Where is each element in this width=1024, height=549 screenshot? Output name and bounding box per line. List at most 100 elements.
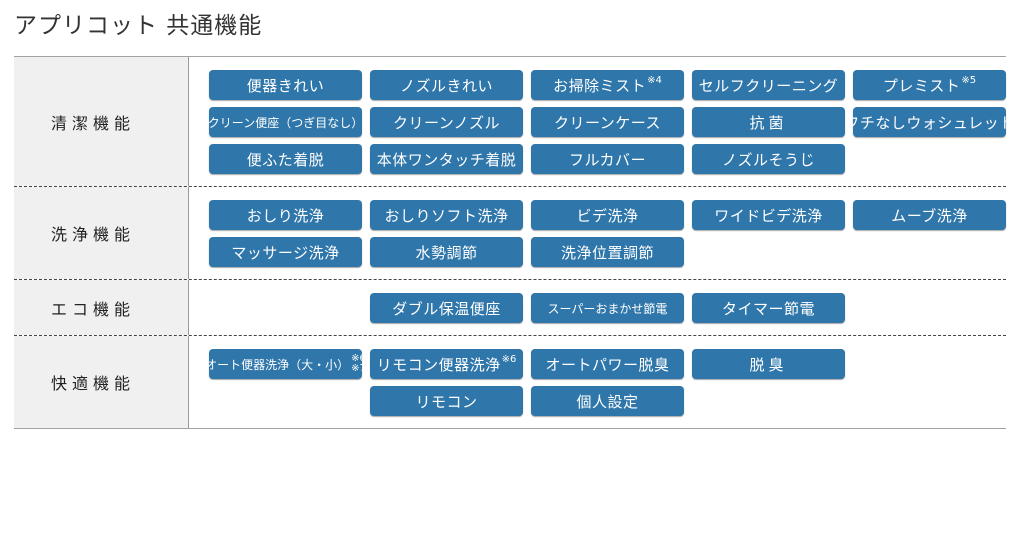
feature-label: スーパーおまかせ節電 xyxy=(547,301,668,316)
feature-label: お掃除ミスト xyxy=(553,76,647,95)
feature-label: ムーブ洗浄 xyxy=(891,206,968,225)
feature-label: 個人設定 xyxy=(576,392,639,411)
feature-button[interactable]: オートパワー脱臭 xyxy=(531,349,684,379)
feature-label: マッサージ洗浄 xyxy=(231,243,340,262)
feature-slot: 脱臭 xyxy=(692,349,853,379)
feature-button-row: オート便器洗浄（大・小）※6※7 リモコン便器洗浄※6 オートパワー脱臭 脱臭 xyxy=(209,349,1006,379)
feature-button[interactable]: ムーブ洗浄 xyxy=(853,200,1006,230)
section-row: エコ機能 ダブル保温便座 スーパーおまかせ節電 タイマー節電 xyxy=(14,279,1006,335)
feature-button[interactable]: ノズルきれい xyxy=(370,70,523,100)
feature-label: オートパワー脱臭 xyxy=(545,355,670,374)
feature-label: 水勢調節 xyxy=(415,243,478,262)
feature-button[interactable]: 洗浄位置調節 xyxy=(531,237,684,267)
feature-button[interactable]: 本体ワンタッチ着脱 xyxy=(370,144,523,174)
feature-button-row: クリーン便座（つぎ目なし） クリーンノズル クリーンケース 抗菌フチなしウォシュレット xyxy=(209,107,1014,137)
feature-label: 便ふた着脱 xyxy=(246,150,325,169)
feature-slot: リモコン xyxy=(370,386,531,416)
feature-slot: 便ふた着脱 xyxy=(209,144,370,174)
feature-slot: 水勢調節 xyxy=(370,237,531,267)
feature-slot: ビデ洗浄 xyxy=(531,200,692,230)
feature-button[interactable]: クリーン便座（つぎ目なし） xyxy=(209,107,362,137)
feature-label: クリーンノズル xyxy=(392,113,500,132)
feature-label: フチなしウォシュレット xyxy=(853,113,1006,132)
feature-button[interactable]: フチなしウォシュレット xyxy=(853,107,1006,137)
feature-button-row: ダブル保温便座 スーパーおまかせ節電 タイマー節電 xyxy=(209,293,1006,323)
feature-slot xyxy=(209,386,370,416)
feature-button[interactable]: フルカバー xyxy=(531,144,684,174)
feature-slot: フルカバー xyxy=(531,144,692,174)
section-label: 清潔機能 xyxy=(14,57,189,186)
feature-slot: リモコン便器洗浄※6 xyxy=(370,349,531,379)
feature-slot: クリーン便座（つぎ目なし） xyxy=(209,107,370,137)
feature-label: クリーン便座（つぎ目なし） xyxy=(209,115,362,130)
feature-button[interactable]: ビデ洗浄 xyxy=(531,200,684,230)
feature-slot: ダブル保温便座 xyxy=(370,293,531,323)
feature-button[interactable]: 便ふた着脱 xyxy=(209,144,362,174)
feature-button-row: 便ふた着脱 本体ワンタッチ着脱 フルカバー ノズルそうじ xyxy=(209,144,1014,174)
page-title: アプリコット 共通機能 xyxy=(14,13,263,39)
feature-button[interactable]: リモコン便器洗浄※6 xyxy=(370,349,523,379)
feature-button[interactable]: 抗菌 xyxy=(692,107,845,137)
feature-button-row: リモコン 個人設定 xyxy=(209,386,1006,416)
footnote-mark: ※6 xyxy=(501,354,517,365)
feature-label: おしり洗浄 xyxy=(246,206,325,225)
feature-slot: 洗浄位置調節 xyxy=(531,237,692,267)
feature-label: リモコン xyxy=(415,392,478,411)
section-label: 快適機能 xyxy=(14,336,189,428)
feature-button-row: マッサージ洗浄 水勢調節 洗浄位置調節 xyxy=(209,237,1014,267)
feature-button[interactable]: 水勢調節 xyxy=(370,237,523,267)
feature-label: ノズルそうじ xyxy=(721,150,815,169)
feature-slot: ノズルきれい xyxy=(370,70,531,100)
feature-slot: プレミスト※5 xyxy=(853,70,1014,100)
feature-slot: おしりソフト洗浄 xyxy=(370,200,531,230)
feature-button[interactable]: お掃除ミスト※4 xyxy=(531,70,684,100)
footnote-mark: ※5 xyxy=(961,75,977,86)
section-row: 快適機能オート便器洗浄（大・小）※6※7リモコン便器洗浄※6オートパワー脱臭脱臭… xyxy=(14,335,1006,428)
feature-slot: おしり洗浄 xyxy=(209,200,370,230)
feature-button[interactable]: おしりソフト洗浄 xyxy=(370,200,523,230)
feature-label: おしりソフト洗浄 xyxy=(384,206,509,225)
feature-button[interactable]: タイマー節電 xyxy=(692,293,845,323)
feature-button[interactable]: クリーンケース xyxy=(531,107,684,137)
feature-label: オート便器洗浄（大・小） xyxy=(209,357,350,372)
feature-button[interactable]: スーパーおまかせ節電 xyxy=(531,293,684,323)
feature-button[interactable]: おしり洗浄 xyxy=(209,200,362,230)
feature-slot: クリーンノズル xyxy=(370,107,531,137)
footnote-mark: ※4 xyxy=(647,75,662,86)
section-label: エコ機能 xyxy=(14,280,189,335)
feature-button[interactable]: ダブル保温便座 xyxy=(370,293,523,323)
feature-slot: スーパーおまかせ節電 xyxy=(531,293,692,323)
feature-button[interactable]: ワイドビデ洗浄 xyxy=(692,200,845,230)
feature-label: タイマー節電 xyxy=(721,299,815,318)
feature-button[interactable]: プレミスト※5 xyxy=(853,70,1006,100)
feature-button[interactable]: 脱臭 xyxy=(692,349,845,379)
feature-slot: 個人設定 xyxy=(531,386,692,416)
feature-slot: ノズルそうじ xyxy=(692,144,853,174)
feature-button[interactable]: セルフクリーニング xyxy=(692,70,845,100)
feature-label: フルカバー xyxy=(568,150,647,169)
section-features: オート便器洗浄（大・小）※6※7 リモコン便器洗浄※6 オートパワー脱臭 脱臭リモコン… xyxy=(189,336,1006,428)
feature-label: 洗浄位置調節 xyxy=(560,243,654,262)
feature-button[interactable]: 個人設定 xyxy=(531,386,684,416)
feature-slot: 本体ワンタッチ着脱 xyxy=(370,144,531,174)
feature-button[interactable]: リモコン xyxy=(370,386,523,416)
feature-slot: フチなしウォシュレット xyxy=(853,107,1014,137)
feature-button[interactable]: クリーンノズル xyxy=(370,107,523,137)
feature-button[interactable]: 便器きれい xyxy=(209,70,362,100)
feature-label: クリーンケース xyxy=(553,113,661,132)
footnote-mark: ※6 xyxy=(351,353,362,364)
feature-button[interactable]: ノズルそうじ xyxy=(692,144,845,174)
feature-slot: 抗菌 xyxy=(692,107,853,137)
feature-button[interactable]: オート便器洗浄（大・小）※6※7 xyxy=(209,349,362,379)
feature-slot: オートパワー脱臭 xyxy=(531,349,692,379)
feature-button[interactable]: マッサージ洗浄 xyxy=(209,237,362,267)
footnote-stack: ※6※7 xyxy=(351,354,362,374)
feature-slot xyxy=(209,293,370,323)
feature-label: ワイドビデ洗浄 xyxy=(714,206,823,225)
feature-slot: ワイドビデ洗浄 xyxy=(692,200,853,230)
feature-slot: セルフクリーニング xyxy=(692,70,853,100)
